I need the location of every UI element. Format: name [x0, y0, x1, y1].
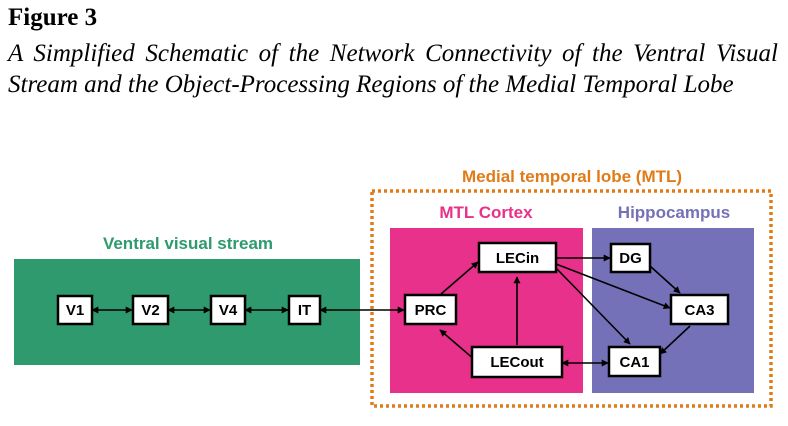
- node-lecout: LECout: [490, 354, 543, 371]
- node-dg: DG: [619, 250, 642, 267]
- node-lecin: LECin: [496, 250, 539, 267]
- node-prc-box: [403, 293, 458, 326]
- edge-lecin-ca1: [555, 267, 631, 345]
- node-it: IT: [298, 302, 311, 319]
- edge-prc-lecin: [440, 261, 479, 295]
- edge-lecout-prc: [439, 329, 476, 361]
- mtl-region-border: [370, 189, 773, 408]
- hippocampus-label: Hippocampus: [618, 203, 730, 222]
- node-lecout-box: [470, 345, 564, 379]
- node-lecin-box: [477, 241, 558, 274]
- node-v4-box: [209, 294, 247, 326]
- node-prc: PRC: [415, 302, 447, 319]
- edge-ca3-ca1: [659, 325, 691, 355]
- node-v2-box: [131, 294, 170, 326]
- node-ca1: CA1: [619, 354, 649, 371]
- figure-caption: A Simplified Schematic of the Network Co…: [8, 40, 778, 98]
- node-ca3: CA3: [684, 302, 714, 319]
- node-it-box: [287, 294, 322, 326]
- node-ca3-box: [669, 293, 730, 326]
- node-v1-box: [56, 294, 94, 326]
- node-ca1-box: [607, 345, 662, 378]
- ventral-stream-label: Ventral visual stream: [103, 234, 273, 253]
- edge-lecin-ca3: [555, 263, 671, 309]
- node-v1: V1: [66, 302, 84, 319]
- node-v2: V2: [141, 302, 159, 319]
- edge-dg-ca3: [649, 265, 681, 294]
- node-dg-box: [609, 242, 652, 274]
- node-v4: V4: [219, 302, 238, 319]
- mtl-cortex-label: MTL Cortex: [439, 203, 533, 222]
- mtl-label: Medial temporal lobe (MTL): [462, 167, 682, 186]
- figure-label: Figure 3: [8, 4, 98, 31]
